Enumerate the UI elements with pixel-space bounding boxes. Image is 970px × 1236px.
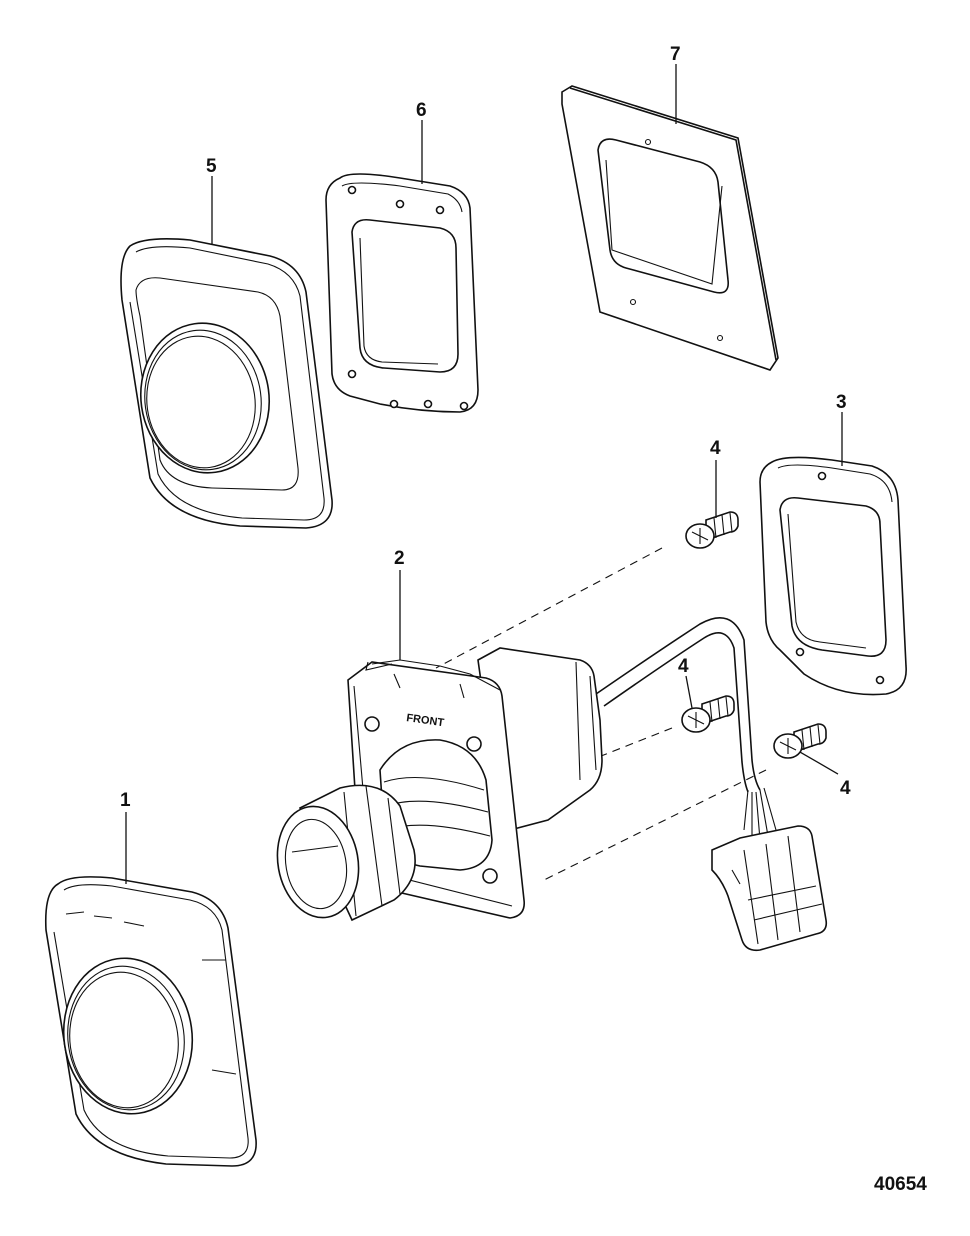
front-stamp: FRONT <box>406 712 445 729</box>
screw-4-upper <box>685 511 739 549</box>
part-3-gasket <box>759 456 907 696</box>
callout-2: 2 <box>394 548 405 569</box>
callout-5: 5 <box>206 156 217 177</box>
callout-6: 6 <box>416 100 427 121</box>
leader-4b <box>685 675 693 709</box>
leader-lines <box>125 64 843 884</box>
callout-4-upper: 4 <box>710 438 721 459</box>
part-5-bezel <box>120 238 333 529</box>
figure-number: 40654 <box>874 1174 927 1195</box>
callout-4-lower: 4 <box>840 778 851 799</box>
screw-4-lower <box>773 723 827 759</box>
callout-7: 7 <box>670 44 681 65</box>
leader-4c <box>799 751 839 775</box>
part-7-mounting-plate <box>561 85 779 371</box>
callout-3: 3 <box>836 392 847 413</box>
assembly-dash-lines <box>435 547 767 881</box>
screw-4-middle <box>681 695 735 733</box>
callout-4-middle: 4 <box>678 656 689 677</box>
part-1-bezel <box>44 876 257 1167</box>
part-2-joystick-assembly: FRONT <box>276 616 828 952</box>
callout-1: 1 <box>120 790 131 811</box>
callout-labels: 1 2 3 4 4 4 5 6 7 <box>120 44 851 811</box>
part-6-gasket <box>325 173 479 413</box>
